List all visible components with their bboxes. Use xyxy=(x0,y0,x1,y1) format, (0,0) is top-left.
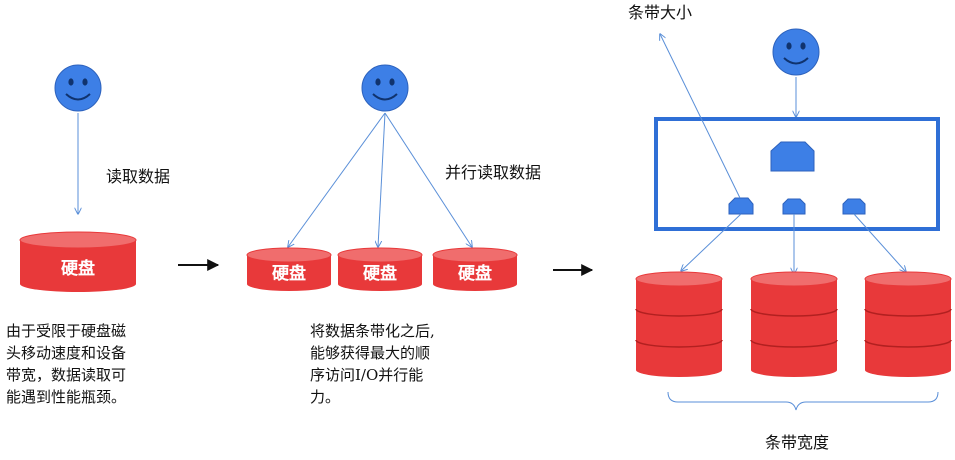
description-line: 能够获得最大的顺 xyxy=(310,344,431,362)
description-line: 由于受限于硬盘磁 xyxy=(6,322,127,340)
disk-stack xyxy=(635,271,723,377)
user-icon xyxy=(54,64,102,112)
disk-label: 硬盘 xyxy=(363,263,397,284)
port-icon xyxy=(728,197,754,215)
parallel-arrow xyxy=(288,112,386,247)
striped-disk: 硬盘 xyxy=(246,247,332,291)
disk-stack xyxy=(750,271,838,377)
read-data-label: 读取数据 xyxy=(106,167,170,186)
description-line: 将数据条带化之后, xyxy=(310,322,435,340)
parallel-arrow xyxy=(384,112,472,247)
description-line: 头移动速度和设备 xyxy=(6,344,127,362)
disk-label: 硬盘 xyxy=(272,263,306,284)
disk-label: 硬盘 xyxy=(458,263,492,284)
striped-disk: 硬盘 xyxy=(432,247,518,291)
stripe-width-label: 条带宽度 xyxy=(765,433,829,452)
user-icon xyxy=(361,64,409,112)
port-to-disk-arrow xyxy=(853,213,906,272)
description-line: 能遇到性能瓶颈。 xyxy=(6,388,127,406)
stripe-size-label: 条带大小 xyxy=(628,3,692,22)
port-icon xyxy=(842,198,866,215)
stripe-size-arrow xyxy=(660,34,741,199)
port-icon xyxy=(782,198,806,215)
user-icon xyxy=(772,28,820,76)
striped-disk: 硬盘 xyxy=(337,247,423,291)
description-line: 序访问I/O并行能 xyxy=(310,366,424,384)
port-to-disk-arrow xyxy=(681,213,742,271)
stripe-width-brace xyxy=(667,391,939,411)
parallel-arrow xyxy=(378,112,386,247)
single-disk: 硬盘 xyxy=(19,231,137,292)
description-line: 带宽，数据读取可 xyxy=(6,366,127,384)
controller-icon xyxy=(770,141,815,172)
description-line: 力。 xyxy=(310,388,341,406)
striping-description: 将数据条带化之后, 能够获得最大的顺 序访问I/O并行能 力。 xyxy=(310,320,435,408)
disk-label: 硬盘 xyxy=(61,258,95,279)
parallel-read-label: 并行读取数据 xyxy=(445,163,541,182)
disk-stack xyxy=(864,271,952,377)
single-disk-description: 由于受限于硬盘磁 头移动速度和设备 带宽，数据读取可 能遇到性能瓶颈。 xyxy=(6,320,126,408)
